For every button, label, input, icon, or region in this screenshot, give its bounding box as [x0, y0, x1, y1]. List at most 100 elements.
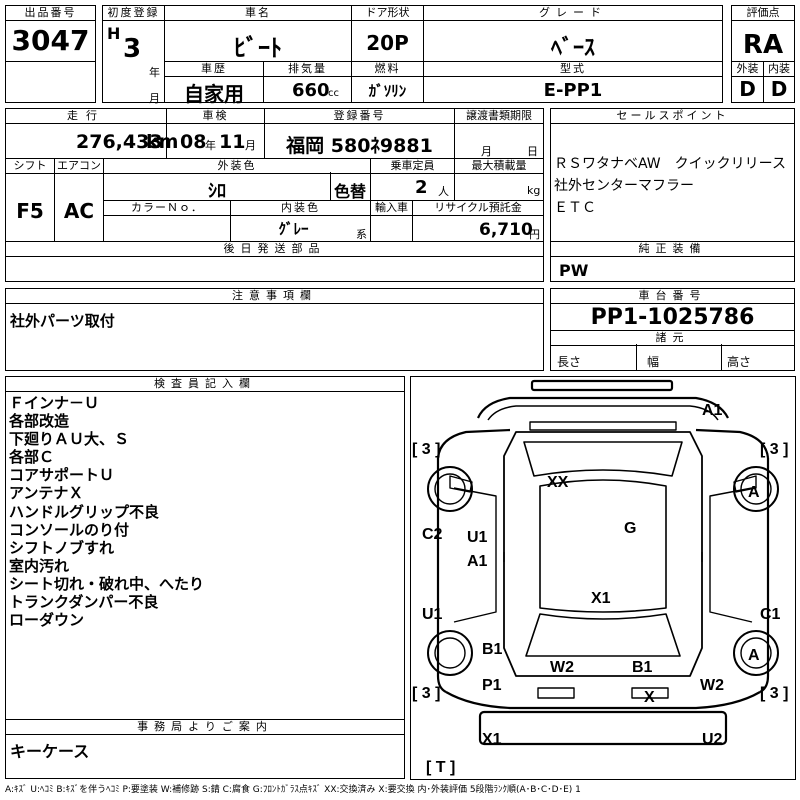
rear-bumper-outline	[478, 710, 728, 746]
grade-cell: グレード ﾍﾞｰｽ	[423, 5, 723, 62]
shift-cell: シフト F5	[5, 158, 55, 242]
insp-month: 11	[219, 131, 246, 153]
ac-cell: エアコン AC	[54, 158, 104, 242]
rear-plate	[537, 687, 575, 699]
color-change: 色替	[334, 182, 367, 201]
exterior-cell: 外装 D	[731, 61, 764, 103]
interior-label: 内装	[763, 61, 795, 77]
door-label: ドア形状	[351, 5, 424, 21]
inspector-note: 室内汚れ	[9, 556, 70, 575]
genuine-label: 純正装備	[550, 241, 795, 257]
insp-month-unit: 月	[245, 139, 256, 152]
interior: D	[770, 77, 788, 101]
chassis-label: 車台番号	[550, 288, 795, 304]
color-no-cell: カラーＮｏ．	[103, 200, 231, 242]
km-unit: km	[146, 131, 179, 153]
mark-b1-left: B1	[482, 641, 503, 658]
wheel-front-right-inner	[740, 473, 772, 505]
notes-label: 注意事項欄	[5, 288, 544, 304]
inspection-label: 車検	[166, 108, 265, 124]
model-cell: 型式 E-PP1	[423, 61, 723, 103]
mark-g: G	[624, 520, 636, 537]
left-door	[453, 487, 497, 623]
color-change-divider	[330, 172, 331, 201]
mark-u2: U2	[702, 731, 723, 748]
int-color-suffix: 系	[356, 228, 367, 241]
grade: ﾍﾞｰｽ	[550, 36, 595, 61]
cabin-outline	[503, 431, 703, 677]
chassis: PP1-1025786	[590, 305, 755, 330]
shift-label: シフト	[5, 158, 55, 174]
wheel-front-right	[733, 466, 779, 512]
inspection-cell: 車検 08 年 11 月	[166, 108, 265, 159]
sales-point-2: 社外センターマフラー	[554, 178, 694, 194]
mark-x1-rear: X1	[482, 731, 502, 748]
car-name-label: 車名	[164, 5, 352, 21]
interior-cell: 内装 D	[763, 61, 795, 103]
reg-no: 福岡 580ﾈ9881	[286, 135, 433, 157]
mark-x1-roof: X1	[591, 590, 611, 607]
lot-blank-cell	[5, 61, 96, 103]
transfer-month: 月	[481, 145, 492, 158]
tyre-box-left-bottom: [ 3 ]	[412, 685, 440, 702]
tyre-box-right-bottom: [ 3 ]	[760, 685, 788, 702]
notes: 社外パーツ取付	[10, 312, 115, 330]
import-cell: 輸入車	[370, 200, 413, 242]
int-color: ｸﾞﾚｰ	[278, 220, 309, 238]
lot-no-label: 出品番号	[5, 5, 96, 21]
recycle: 6,710	[479, 220, 533, 240]
displacement-label: 排気量	[263, 61, 352, 77]
mark-c2: C2	[422, 526, 443, 543]
ac: AC	[63, 199, 95, 223]
inspector-note: 各部改造	[9, 412, 70, 431]
chassis-cell: 車台番号 PP1-1025786	[550, 288, 795, 331]
spec-div-2	[721, 344, 722, 371]
mark-b1-right: B1	[632, 659, 653, 676]
front-bumper-outline	[530, 379, 674, 392]
inspector-note: ハンドルグリップ不良	[9, 502, 160, 521]
cc-unit: cc	[328, 88, 339, 99]
mark-xx: XX	[547, 474, 569, 491]
grade-label: グレード	[423, 5, 723, 21]
left-side	[436, 458, 447, 693]
ac-label: エアコン	[54, 158, 104, 174]
transfer-day: 日	[527, 145, 538, 158]
yen-unit: 円	[529, 228, 540, 241]
notes-cell: 注意事項欄 社外パーツ取付	[5, 288, 544, 371]
ext-color: ｼﾛ	[208, 181, 226, 202]
sales-point-3: ＥＴＣ	[554, 200, 596, 216]
right-shoulder	[695, 428, 770, 459]
history-label: 車歴	[164, 61, 264, 77]
inspector-label: 検査員記入欄	[5, 376, 405, 392]
rear-panel	[631, 687, 669, 699]
capacity-cell: 乗車定員 2 人	[370, 158, 455, 201]
model-label: 型式	[423, 61, 723, 77]
car-name-cell: 車名 ﾋﾞｰﾄ	[164, 5, 352, 62]
capacity-unit: 人	[438, 185, 449, 198]
tyre-box-left-top: [ 3 ]	[412, 441, 440, 458]
load-label: 最大積載量	[454, 158, 544, 174]
height-label: 高さ	[727, 355, 752, 369]
transfer-cell: 譲渡書類期限 月 日	[454, 108, 544, 159]
mark-a1-side: A1	[467, 553, 488, 570]
genuine-cell: 純正装備 PW	[550, 241, 795, 282]
first-reg-label: 初度登録	[102, 5, 165, 21]
int-color-label: 内装色	[230, 200, 371, 216]
office-cell: 事務局よりご案内 キーケース	[5, 719, 405, 779]
later-parts-label: 後日発送部品	[5, 241, 544, 257]
first-reg-year: 3	[123, 34, 142, 64]
rear-window	[525, 613, 681, 657]
insp-year: 08	[180, 131, 207, 153]
door: 20P	[366, 31, 409, 55]
tyre-box-right-top: [ 3 ]	[760, 441, 788, 458]
car-outline	[436, 379, 770, 746]
tyre-box-trunk: [ T ]	[426, 759, 455, 776]
insp-year-unit: 年	[205, 139, 216, 152]
inspector-note: コンソールのり付	[9, 520, 130, 539]
score-cell: 評価点 RA	[731, 5, 795, 62]
mark-a-front-right: A	[748, 484, 760, 501]
roof-line	[539, 479, 667, 613]
inspector-note: シート切れ・破れ中、へたり	[9, 574, 205, 593]
mileage: 276,433	[76, 131, 163, 153]
diagram-border	[410, 376, 796, 780]
